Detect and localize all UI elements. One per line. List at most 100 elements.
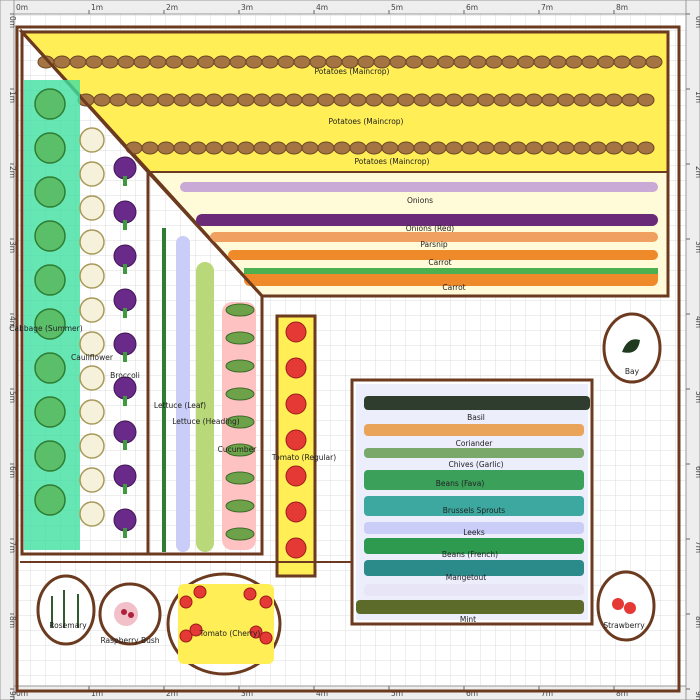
onion-red-row: Onions (Red): [196, 214, 658, 233]
potato-icon: [549, 55, 567, 69]
potato-icon: [245, 55, 263, 69]
potato-icon: [53, 55, 71, 69]
bed-lettuce-cucumber[interactable]: Lettuce (Leaf) Lettuce (Heading) Cucumbe…: [146, 168, 264, 556]
potato-icon: [509, 141, 527, 155]
ruler-label-right: 6m: [694, 466, 700, 478]
potato-icon: [269, 93, 287, 107]
potato-icon: [461, 93, 479, 107]
potato-icon: [637, 93, 655, 107]
bed-tomato-cherry[interactable]: Tomato (Cherry): [166, 572, 282, 676]
mangetout-label: Mangetout: [446, 573, 486, 582]
ruler-label-top: 4m: [316, 3, 328, 12]
potato-icon: [541, 141, 559, 155]
lettuce-heading-label: Lettuce (Heading): [172, 417, 240, 426]
potato-icon: [293, 55, 311, 69]
potato-icon: [541, 93, 559, 107]
broccoli-icon: [113, 156, 137, 180]
onion-row: Onions: [180, 182, 658, 205]
ruler-label-right: 0m: [694, 16, 700, 28]
potato-icon: [565, 55, 583, 69]
potato-icon: [237, 141, 255, 155]
cauliflower-icon: [79, 365, 105, 391]
potato-icon: [557, 93, 575, 107]
broccoli-stem: [123, 352, 127, 362]
potato-icon: [389, 55, 407, 69]
potatoes-label-2: Potatoes (Maincrop): [329, 117, 404, 126]
potato-icon: [109, 93, 127, 107]
onions-red-label: Onions (Red): [406, 224, 455, 233]
cherry-tomato-icon: [259, 631, 273, 645]
potato-icon: [381, 141, 399, 155]
coriander-label: Coriander: [456, 439, 494, 448]
ruler-label-right: 3m: [694, 241, 700, 253]
rosemary-label: Rosemary: [49, 621, 87, 630]
bed-potatoes[interactable]: Potatoes (Maincrop) Potatoes (Maincrop) …: [18, 30, 670, 298]
cabbage-icon: [34, 396, 66, 428]
potato-icon: [629, 55, 647, 69]
beans-fava-label: Beans (Fava): [436, 479, 485, 488]
bed-brassicas[interactable]: Cabbage (Summer) Cauliflower Broccoli: [9, 28, 150, 556]
ruler-label-left: 8m: [8, 616, 17, 628]
ruler-label-bottom: 7m: [541, 689, 553, 698]
potato-icon: [365, 141, 383, 155]
potato-icon: [493, 93, 511, 107]
ruler-label-bottom: 0m: [16, 689, 28, 698]
potato-icon: [621, 93, 639, 107]
broccoli-stem: [123, 440, 127, 450]
cauliflower-icon: [79, 161, 105, 187]
beans-french-label: Beans (French): [442, 550, 498, 559]
potato-icon: [525, 141, 543, 155]
potato-icon: [173, 141, 191, 155]
cabbage-icon: [34, 88, 66, 120]
bed-bay[interactable]: Bay: [602, 312, 662, 384]
potato-icon: [157, 93, 175, 107]
ruler-label-right: 2m: [694, 166, 700, 178]
cauliflower-icon: [79, 229, 105, 255]
potato-icon: [117, 55, 135, 69]
cauliflower-icon: [79, 433, 105, 459]
potato-icon: [413, 93, 431, 107]
ruler-label-bottom: 2m: [166, 689, 178, 698]
tomato-cherry-label: Tomato (Cherry): [199, 629, 261, 638]
bed-herbs-legumes[interactable]: Basil Coriander Chives (Garlic) Beans (F…: [350, 378, 594, 626]
carrot-label-2: Carrot: [442, 283, 465, 292]
basil-label: Basil: [467, 413, 485, 422]
tomato-icon: [285, 321, 307, 343]
potato-icon: [189, 93, 207, 107]
ruler-label-top: 7m: [541, 3, 553, 12]
tomato-icon: [285, 465, 307, 487]
potato-icon: [333, 141, 351, 155]
potato-icon: [485, 55, 503, 69]
potato-icon: [501, 55, 519, 69]
ruler-label-right: 1m: [694, 91, 700, 103]
potatoes-label-1: Potatoes (Maincrop): [315, 67, 390, 76]
ruler-label-left: 3m: [8, 241, 17, 253]
ruler-label-left: 5m: [8, 391, 17, 403]
potato-icon: [317, 141, 335, 155]
bed-raspberry[interactable]: Raspberry Bush: [98, 582, 162, 646]
potato-icon: [317, 93, 335, 107]
broccoli-stem: [123, 264, 127, 274]
carrot-row-1: Carrot: [228, 250, 658, 267]
potato-icon: [365, 93, 383, 107]
cherry-tomato-icon: [179, 595, 193, 609]
potato-icon: [93, 93, 111, 107]
garden-outer-border: [15, 25, 681, 693]
broccoli-stem: [123, 396, 127, 406]
bed-rosemary[interactable]: Rosemary: [36, 574, 96, 646]
potato-plants: [37, 55, 663, 155]
potato-icon: [597, 55, 615, 69]
tomato-regular-label: Tomato (Regular): [271, 453, 336, 462]
broccoli-icon: [113, 464, 137, 488]
ruler-label-top: 1m: [91, 3, 103, 12]
bed-tomato-regular[interactable]: Tomato (Regular): [271, 314, 336, 578]
potato-icon: [421, 55, 439, 69]
potato-icon: [253, 93, 271, 107]
ruler-label-left: 1m: [8, 91, 17, 103]
raspberry-label: Raspberry Bush: [100, 636, 159, 645]
potato-icon: [445, 141, 463, 155]
potato-icon: [509, 93, 527, 107]
bed-strawberry[interactable]: Strawberry: [596, 570, 656, 642]
